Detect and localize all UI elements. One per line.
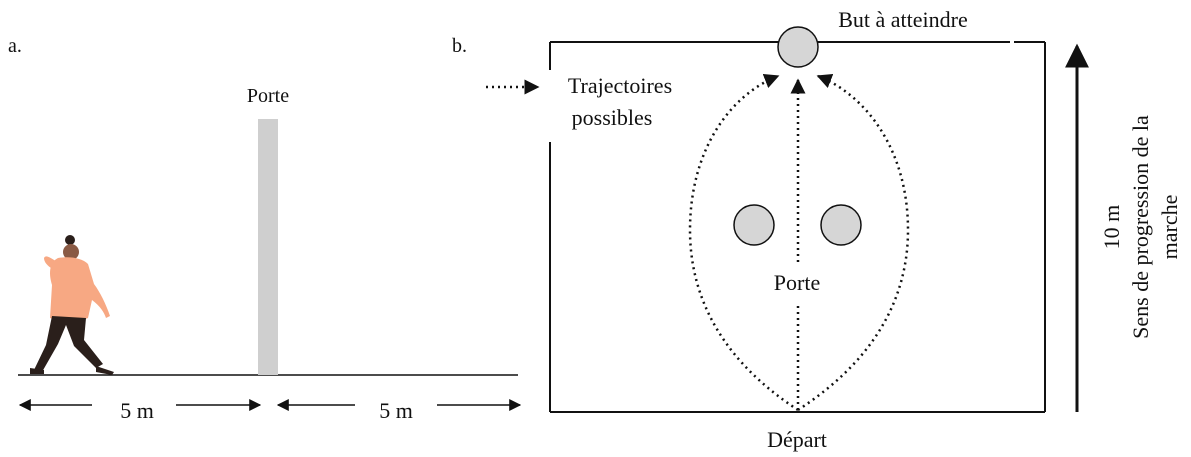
direction-label-line1: Sens de progression de la (1128, 115, 1153, 339)
start-label: Départ (767, 427, 827, 452)
panel-a: a. Porte 5 m 5 m (8, 35, 522, 423)
direction-label-line2: marche (1157, 195, 1182, 260)
panel-b-label: b. (452, 35, 467, 57)
trajectories (688, 74, 910, 412)
trajectory-right (797, 74, 910, 412)
distance-label-10m: 10 m (1099, 205, 1124, 250)
trajectory-left (688, 74, 799, 412)
panel-b: b. Trajectoires possibles But à atteindr… (452, 7, 1182, 452)
distance-label-right: 5 m (379, 398, 413, 423)
door-pillar (258, 119, 278, 375)
door-label-b: Porte (774, 270, 820, 295)
goal-label: But à atteindre (838, 7, 968, 32)
panel-a-label: a. (8, 35, 22, 57)
door-label-a: Porte (247, 85, 289, 107)
distance-label-left: 5 m (120, 398, 154, 423)
door-post-right (820, 204, 862, 246)
walker-figure (30, 235, 114, 375)
goal-circle (777, 26, 819, 68)
legend-label-line2: possibles (572, 105, 653, 130)
door-post-left (733, 204, 775, 246)
legend-label-line1: Trajectoires (568, 73, 672, 98)
